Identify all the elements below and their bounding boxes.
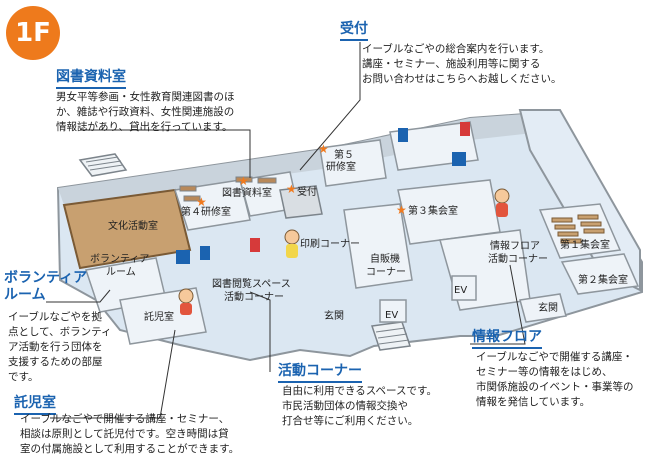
callout-line: ア活動を行う団体を	[8, 341, 103, 353]
counter-uketsuke	[279, 185, 323, 219]
leader-lines	[46, 42, 526, 419]
callout-text-uketsuke: イーブルなごやの総合案内を行います。 講座・セミナー、施設利用等に関する お問い…	[362, 42, 642, 87]
callout-title-katsudo: 活動コーナー	[278, 360, 362, 383]
label-bunka: 文化活動室	[108, 219, 158, 232]
star-icon: ★	[396, 203, 407, 217]
callout-text-volunteer: イーブルなごやを拠 点として、ボランティ ア活動を行う団体を 支援するための部屋…	[8, 310, 148, 385]
callout-line: 市民活動団体の情報交換や	[282, 400, 408, 412]
label-shukai3: 第３集会室	[408, 204, 458, 217]
callout-line: イーブルなごやで開催する講座・	[476, 351, 633, 363]
person-figure-child	[178, 288, 194, 315]
label-genkan-main: 玄関	[324, 309, 344, 322]
callout-line: イーブルなごやで開催する講座・セミナー、	[20, 413, 230, 425]
callout-line: か、雑誌や行政資料、女性関連施設の	[56, 106, 235, 118]
restroom-male-icon	[398, 128, 408, 142]
person-figure-man	[494, 188, 510, 217]
callout-line: です。	[8, 371, 39, 383]
star-icon: ★	[286, 182, 297, 196]
callout-title-volunteer: ボランティア ルーム	[4, 270, 87, 304]
label-volunteer-a: ボランティア	[90, 253, 149, 265]
callout-line: 自由に利用できるスペースです。	[282, 385, 437, 397]
callout-line: イーブルなごやの総合案内を行います。	[362, 43, 550, 55]
label-genkan-right: 玄関	[538, 301, 558, 314]
star-icon: ★	[318, 142, 329, 156]
person-figure-woman	[284, 229, 300, 258]
callout-line: 情報を発信しています。	[476, 396, 591, 408]
callout-title-line: ルーム	[4, 287, 46, 303]
callout-title-line: ボランティア	[4, 270, 88, 286]
stairs-left	[78, 153, 128, 177]
callout-text-katsudo: 自由に利用できるスペースです。 市民活動団体の情報交換や 打合せ等にご利用くださ…	[282, 384, 482, 429]
label-ev-right: EV	[454, 285, 467, 296]
room-kenshu4	[174, 179, 251, 231]
callout-line: 相談は原則として託児付です。空き時間は貸	[20, 428, 229, 440]
label-tosho-room: 図書資料室	[222, 186, 272, 199]
room-shukai2	[560, 253, 640, 295]
callout-line: イーブルなごやを拠	[8, 311, 102, 323]
room-jihanki	[343, 203, 413, 289]
label-kenshu4: 第４研修室	[181, 205, 231, 218]
label-ev-left: EV	[385, 310, 398, 321]
label-shukai2: 第２集会室	[578, 273, 628, 286]
label-shukai1: 第１集会室	[560, 238, 610, 251]
label-etsuran-a: 図書閲覧スペース	[212, 277, 291, 290]
callout-line: お問い合わせはこちらへお越しください。	[362, 73, 562, 85]
label-joho-a: 情報フロア	[490, 239, 540, 252]
restroom-female-icon	[250, 238, 260, 252]
star-icon: ★	[196, 195, 207, 209]
callout-title-takuji: 託児室	[14, 392, 56, 415]
label-jihanki-b: コーナー	[366, 266, 406, 278]
stairs-bottom	[371, 321, 411, 351]
callout-title-joho: 情報フロア	[472, 326, 542, 349]
callout-line: 講座・セミナー、施設利用等に関する	[362, 58, 541, 70]
meeting-tables	[551, 214, 605, 244]
label-kenshu5-b: 研修室	[326, 160, 356, 173]
label-joho-b: 活動コーナー	[488, 252, 548, 265]
callout-title-tosho: 図書資料室	[56, 66, 126, 89]
callout-text-tosho: 男女平等参画・女性教育関連図書のほ か、雑誌や行政資料、女性関連施設の 情報誌が…	[56, 90, 296, 135]
callout-text-joho: イーブルなごやで開催する講座・ セミナー等の情報をはじめ、 市関係施設のイベント…	[476, 350, 646, 410]
callout-line: 男女平等参画・女性教育関連図書のほ	[56, 91, 235, 103]
restroom-icons-top	[398, 122, 470, 166]
callout-line: セミナー等の情報をはじめ、	[476, 366, 613, 378]
callout-line: 点として、ボランティ	[8, 326, 112, 338]
label-uketsuke-room: 受付	[297, 185, 317, 198]
entrance-right	[519, 293, 567, 323]
ev-left-box	[379, 299, 407, 323]
bookshelves	[179, 176, 277, 202]
room-kenshu5	[319, 139, 387, 187]
callout-line: 情報誌があり、貸出を行っています。	[56, 121, 233, 133]
callout-text-takuji: イーブルなごやで開催する講座・セミナー、 相談は原則として託児付です。空き時間は…	[20, 412, 280, 457]
wheelchair-icon	[176, 250, 190, 264]
star-icon: ★	[238, 174, 249, 188]
restroom-male-icon	[200, 246, 210, 260]
floor-badge: 1F	[6, 6, 60, 60]
callout-line: 支援するための部屋	[8, 356, 103, 368]
callout-line: 打合せ等にご利用ください。	[282, 415, 419, 427]
wheelchair-icon	[452, 152, 466, 166]
label-etsuran-b: 活動コーナー	[224, 290, 284, 303]
ev-right-box	[451, 275, 477, 301]
label-volunteer-b: ルーム	[106, 266, 136, 278]
callout-line: 市関係施設のイベント・事業等の	[476, 381, 634, 393]
restroom-female-icon	[460, 122, 470, 136]
callout-title-uketsuke: 受付	[340, 18, 368, 41]
callout-line: 室の付属施設として利用することができます。	[20, 443, 240, 455]
label-takuji-room: 託児室	[144, 310, 174, 323]
label-jihanki-a: 自販機	[370, 252, 400, 265]
label-kenshu5-a: 第５	[334, 148, 354, 161]
restroom-icons-left	[176, 238, 260, 264]
label-insatsu: 印刷コーナー	[300, 238, 360, 250]
